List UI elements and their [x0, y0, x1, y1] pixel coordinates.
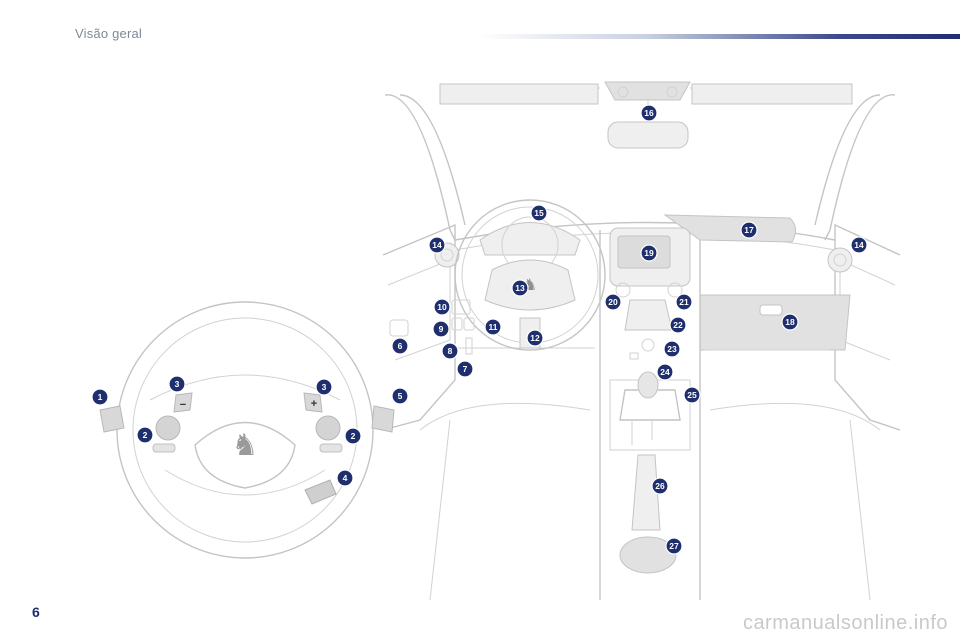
watermark: carmanualsonline.info	[742, 612, 948, 634]
callout-11: 11	[484, 318, 502, 336]
svg-text:14: 14	[432, 240, 442, 250]
svg-text:13: 13	[515, 283, 525, 293]
callout-7: 7	[456, 360, 474, 378]
svg-text:24: 24	[660, 367, 670, 377]
callout-22: 22	[669, 316, 687, 334]
svg-text:15: 15	[534, 208, 544, 218]
left-stalk	[99, 405, 125, 433]
callout-5: 5	[391, 387, 409, 405]
svg-text:27: 27	[669, 541, 679, 551]
callout-26: 26	[651, 477, 669, 495]
callout-10: 10	[433, 298, 451, 316]
callout-21: 21	[675, 293, 693, 311]
right-stalk	[371, 405, 395, 433]
callout-3-right: 3	[315, 378, 333, 396]
callout-27: 27	[665, 537, 683, 555]
svg-text:12: 12	[530, 333, 540, 343]
right-air-vent	[827, 247, 853, 273]
right-wheel-control	[315, 415, 341, 441]
cup-holder	[619, 536, 677, 574]
callout-24: 24	[656, 363, 674, 381]
header-accent-bar	[480, 34, 960, 39]
svg-text:16: 16	[644, 108, 654, 118]
callout-14-right: 14	[850, 236, 868, 254]
svg-text:7: 7	[463, 364, 468, 374]
svg-text:6: 6	[398, 341, 403, 351]
callout-23: 23	[663, 340, 681, 358]
svg-text:22: 22	[673, 320, 683, 330]
svg-text:17: 17	[744, 225, 754, 235]
rear-view-mirror	[607, 121, 689, 149]
callout-4: 4	[336, 469, 354, 487]
section-title: Visão geral	[75, 26, 143, 41]
callout-6: 6	[391, 337, 409, 355]
dash-upper-panel	[663, 214, 796, 243]
cruise-control-lever	[304, 479, 337, 505]
svg-text:23: 23	[667, 344, 677, 354]
dash-steering-hub	[484, 259, 576, 311]
callout-13: 13	[511, 279, 529, 297]
svg-text:10: 10	[437, 302, 447, 312]
callout-2-right: 2	[344, 427, 362, 445]
svg-text:4: 4	[343, 473, 348, 483]
svg-text:26: 26	[655, 481, 665, 491]
glovebox	[699, 294, 851, 351]
callout-17: 17	[740, 221, 758, 239]
cabin-drawing: ♞	[382, 81, 901, 601]
svg-text:14: 14	[854, 240, 864, 250]
callout-16: 16	[640, 104, 658, 122]
callout-25: 25	[683, 386, 701, 404]
paddle-minus-label: −	[180, 399, 186, 411]
callout-15: 15	[530, 204, 548, 222]
svg-text:2: 2	[351, 431, 356, 441]
paddle-plus-label: +	[311, 398, 317, 410]
paddle-minus	[173, 392, 193, 413]
callout-3-left: 3	[168, 375, 186, 393]
svg-text:8: 8	[448, 346, 453, 356]
svg-text:9: 9	[439, 324, 444, 334]
callout-9: 9	[432, 320, 450, 338]
callout-19: 19	[640, 244, 658, 262]
page-number: 6	[32, 604, 40, 620]
svg-text:3: 3	[175, 379, 180, 389]
callout-2-left: 2	[136, 426, 154, 444]
svg-text:3: 3	[322, 382, 327, 392]
svg-text:21: 21	[679, 297, 689, 307]
callout-18: 18	[781, 313, 799, 331]
svg-text:2: 2	[143, 430, 148, 440]
svg-text:5: 5	[398, 391, 403, 401]
callout-12: 12	[526, 329, 544, 347]
left-wheel-control	[155, 415, 181, 441]
callout-20: 20	[604, 293, 622, 311]
svg-text:20: 20	[608, 297, 618, 307]
svg-text:18: 18	[785, 317, 795, 327]
svg-text:11: 11	[489, 322, 498, 332]
svg-text:25: 25	[687, 390, 697, 400]
svg-text:19: 19	[644, 248, 654, 258]
handbrake	[631, 454, 661, 531]
callout-8: 8	[441, 342, 459, 360]
svg-text:1: 1	[98, 392, 103, 402]
svg-text:♞: ♞	[232, 428, 259, 463]
callout-14-left: 14	[428, 236, 446, 254]
callout-1: 1	[91, 388, 109, 406]
paddle-plus	[303, 392, 323, 413]
dash-steering-wheel	[454, 199, 606, 351]
